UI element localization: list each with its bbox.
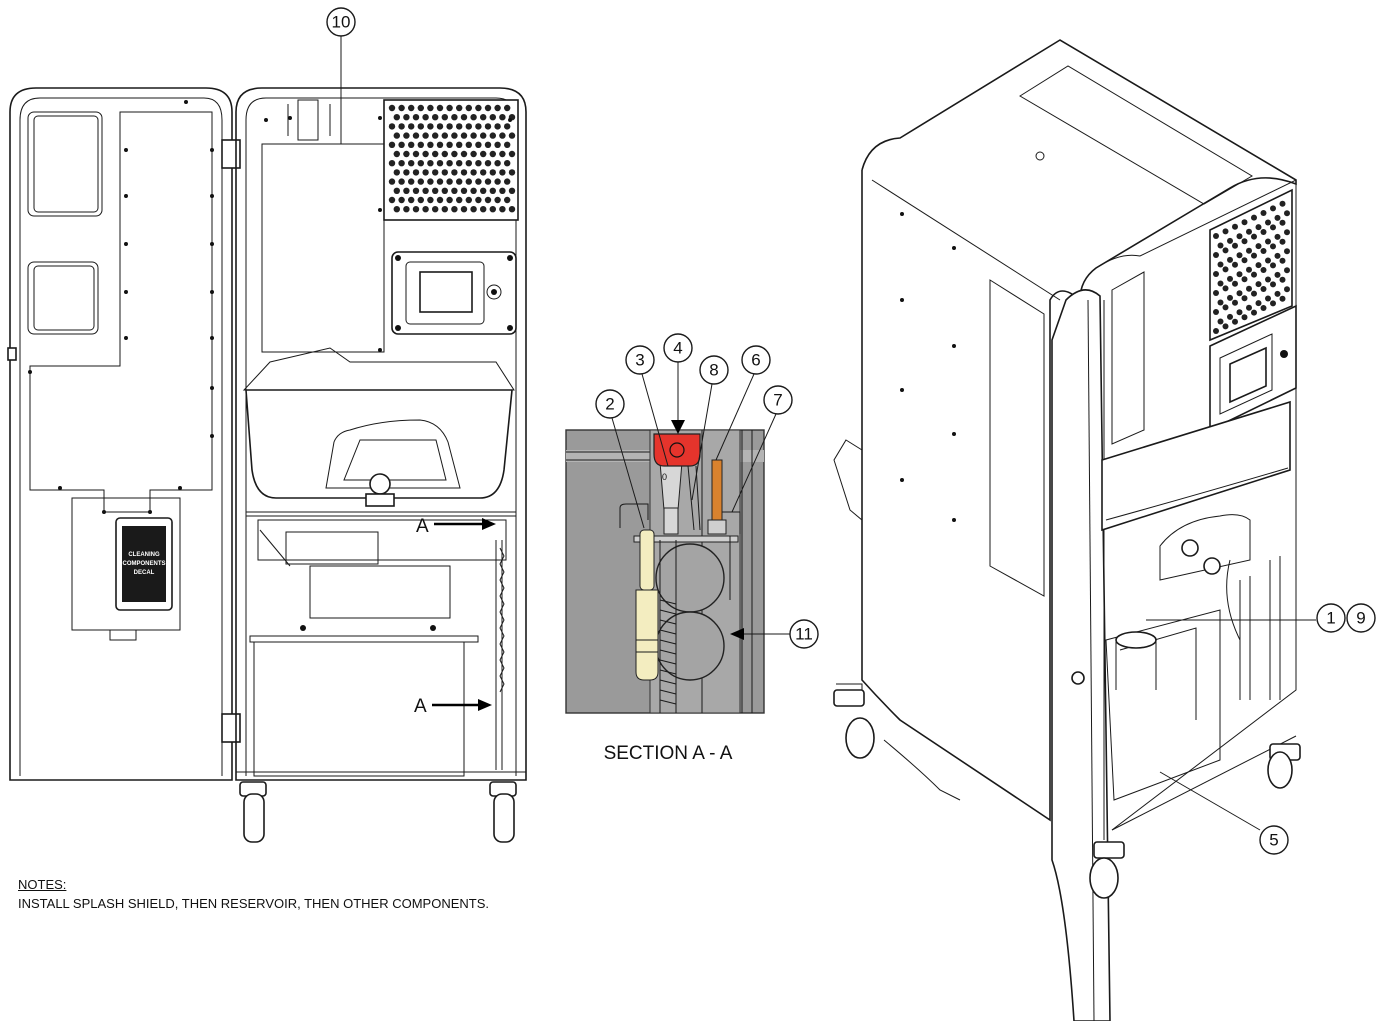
svg-text:8: 8 [709, 361, 718, 380]
callout-2: 2 [595, 389, 625, 419]
callout-1: 1 [1316, 603, 1346, 633]
svg-text:1: 1 [1326, 609, 1335, 628]
isometric-view: 1 9 5 [833, 39, 1376, 1021]
cleaning-components-decal [122, 526, 166, 602]
svg-text:10: 10 [332, 13, 351, 32]
svg-text:4: 4 [673, 339, 682, 358]
reservoir-tray [245, 389, 513, 499]
decal-line-3: DECAL [134, 570, 155, 576]
callout-10: 10 [326, 7, 356, 37]
notes-text: INSTALL SPLASH SHIELD, THEN RESERVOIR, T… [18, 895, 489, 911]
callout-3: 3 [625, 345, 655, 375]
callout-8: 8 [699, 355, 729, 385]
callout-11: 11 [789, 619, 819, 649]
section-mark-upper: A [416, 516, 429, 537]
svg-text:11: 11 [795, 625, 813, 644]
callout-4: 4 [663, 333, 693, 363]
side-vent-panel [989, 279, 1045, 597]
cabinet-front [235, 87, 527, 843]
callout-9: 9 [1346, 603, 1376, 633]
red-highlighted-part [653, 433, 701, 467]
svg-text:9: 9 [1356, 609, 1365, 628]
svg-text:5: 5 [1269, 831, 1278, 850]
decal-line-1: CLEANING [128, 552, 160, 558]
svg-text:3: 3 [635, 351, 644, 370]
notes-heading: NOTES: [18, 877, 67, 892]
svg-text:6: 6 [751, 351, 760, 370]
iso-open-door [1051, 289, 1111, 1021]
section-a-a: 0 2 3 4 8 6 7 11 SECTION A - A [565, 333, 819, 764]
section-mark-lower: A [414, 696, 427, 717]
notes-block: NOTES: INSTALL SPLASH SHIELD, THEN RESER… [18, 876, 489, 914]
callout-7: 7 [763, 385, 793, 415]
front-view: CLEANING COMPONENTS DECAL [7, 7, 527, 843]
callout-6: 6 [741, 345, 771, 375]
top-lid [1019, 65, 1253, 205]
decal-line-2: COMPONENTS [122, 561, 165, 567]
section-title: SECTION A - A [604, 743, 733, 764]
callout-5: 5 [1259, 825, 1289, 855]
iso-reservoir [1101, 400, 1291, 532]
svg-text:2: 2 [605, 395, 614, 414]
svg-text:7: 7 [773, 391, 782, 410]
touch-screen [419, 271, 473, 313]
open-door: CLEANING COMPONENTS DECAL [7, 87, 241, 781]
orange-highlighted-part [711, 459, 723, 521]
svg-text:0: 0 [662, 472, 667, 482]
